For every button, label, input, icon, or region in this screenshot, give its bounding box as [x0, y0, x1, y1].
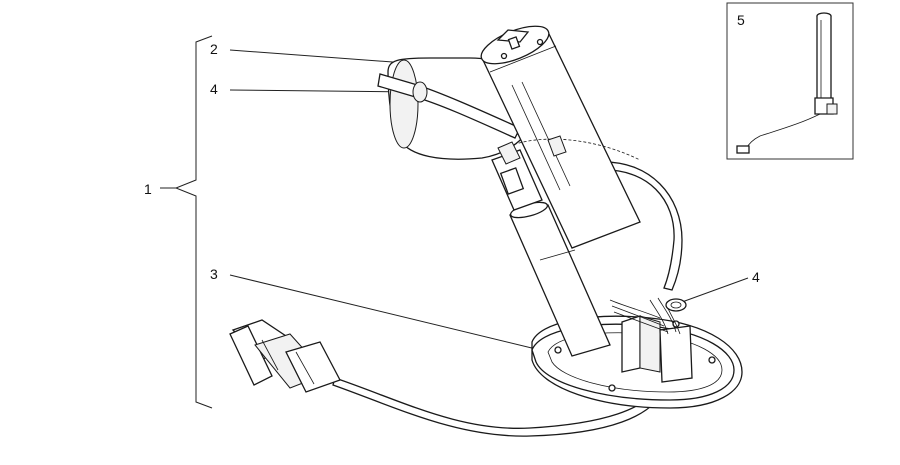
pump-plug — [491, 141, 543, 211]
callout-3: 3 — [210, 266, 218, 282]
internal-wires — [609, 299, 669, 333]
hose-clamp-upper — [412, 81, 428, 103]
assembly-bracket — [174, 35, 213, 409]
inset-frame — [726, 2, 854, 160]
leader-3 — [229, 274, 541, 351]
callout-5: 5 — [737, 12, 745, 28]
fuel-return-tube — [599, 161, 683, 291]
callout-4-lower: 4 — [752, 269, 760, 285]
leader-4-lower — [681, 277, 749, 303]
fuel-pump-body — [480, 25, 641, 249]
fuel-strainer — [509, 201, 611, 357]
callout-4-upper: 4 — [210, 81, 218, 97]
hose-clamp-lower — [665, 298, 687, 312]
callout-1: 1 — [144, 181, 152, 197]
callout-2: 2 — [210, 41, 218, 57]
fuel-level-sensor — [736, 12, 838, 154]
electrical-connector — [229, 319, 341, 393]
leader-4-upper — [229, 89, 413, 93]
hose-clamp-lower-inner — [670, 301, 682, 309]
